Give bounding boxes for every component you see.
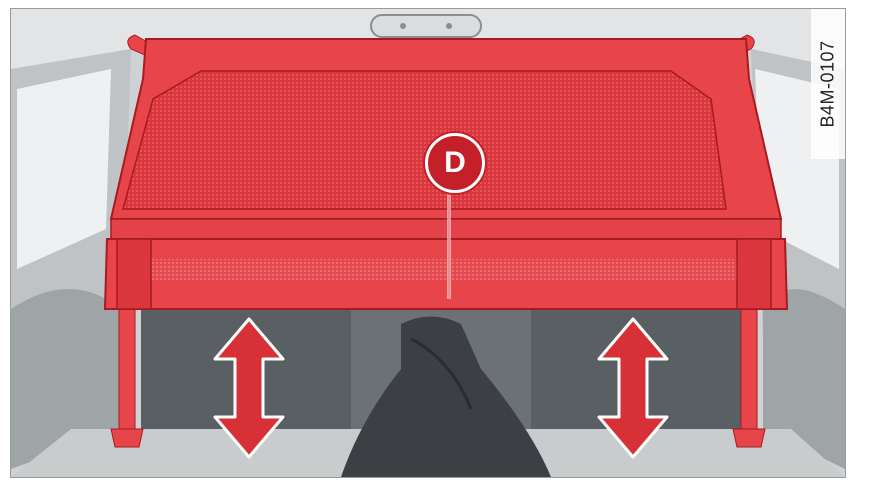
right-strap <box>741 305 757 435</box>
figure-code-text: B4M-0107 <box>818 40 839 127</box>
figure-code: B4M-0107 <box>815 19 841 149</box>
callout-label: D <box>444 146 466 180</box>
callout-marker-d: D <box>425 133 485 193</box>
illustration-frame: D B4M-0107 <box>10 8 846 478</box>
trunk-illustration <box>11 9 845 477</box>
left-strap <box>119 305 135 435</box>
